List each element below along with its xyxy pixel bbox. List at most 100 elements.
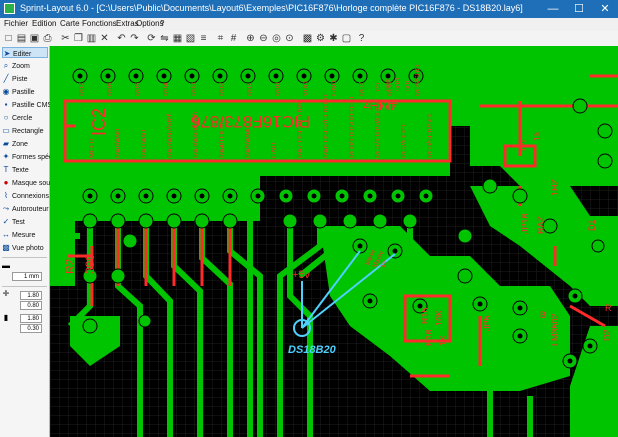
tool-pastille-cms[interactable]: ▪Pastille CMS [2,99,53,110]
zoom-all-icon[interactable]: ⊙ [285,33,294,44]
menu-carte[interactable]: Carte [60,19,80,28]
arrow-icon: ➤ [3,49,11,58]
close-button[interactable]: ✕ [600,3,610,15]
title-bar: Sprint-Layout 6.0 - [C:\Users\Public\Doc… [0,0,618,18]
tool-piste[interactable]: ╱Piste [2,73,48,84]
grid-icon[interactable]: # [230,33,237,44]
undo-icon[interactable]: ↶ [117,33,126,44]
delete-icon[interactable]: ✕ [100,33,109,44]
pad-size-icon: ✛ [2,289,10,298]
sensor-label: DS18B20 [288,344,337,356]
hole-size-field[interactable]: 0.80 [20,301,42,310]
menu-bar: Fichier Edition Carte Fonctions Extras O… [0,18,618,32]
settings-icon[interactable]: ✱ [329,33,338,44]
r15-label: R15 [420,307,430,324]
r-right-label: R [605,303,612,313]
ic-pin-label-bottom: RC0/T1OSO/T1CKI [349,96,356,158]
board-labels: PIC16F873/876 IC2 4MHz R2 390 +5v DS18B2… [63,78,612,356]
menu-extras[interactable]: Extras [116,19,139,28]
zoom-fit-icon[interactable]: ⊖ [259,33,268,44]
tool-sidebar: ➤Editer ⌕Zoom ╱Piste ◉Pastille ▪Pastille… [0,46,56,437]
tool-label: Zoom [12,63,30,70]
tool-pastille[interactable]: ◉Pastille [2,86,48,97]
menu-options[interactable]: Options [136,19,164,28]
tool-zone[interactable]: ▰Zone [2,138,48,149]
tool-label: Zone [12,141,28,148]
osc-label: 1HZ [550,178,560,196]
ic-pin-label-top: RC5/SDO [415,64,422,96]
ic-pin-label-bottom: RA3/AN3/Vref+ [193,110,200,158]
ic-pin-label-bottom: RA6 OSC2/CLKOUT [323,92,330,158]
open-icon[interactable]: ▤ [16,33,27,44]
menu-edition[interactable]: Edition [32,19,57,28]
save-icon[interactable]: ▣ [29,33,40,44]
mirrored-ref-label: 4MHz [363,98,397,113]
menu-fonctions[interactable]: Fonctions [82,19,117,28]
minimize-button[interactable]: — [547,3,559,15]
tool-cercle[interactable]: ○Cercle [2,112,48,123]
ic-pin-label-top: RB5 [135,82,142,96]
tool-rectangle[interactable]: ▭Rectangle [2,125,48,136]
mask-icon: ● [3,178,9,187]
tool-mesure[interactable]: ↔Mesure [2,229,48,240]
test-icon: ✓ [2,217,10,226]
tool-connexions[interactable]: ⌇Connexions [2,190,49,201]
tool-label: Editer [13,51,32,58]
lm-label: LM3502 [550,313,560,346]
plus5v-label: +5v [292,269,311,281]
maximize-button[interactable]: ☐ [574,3,584,15]
tool-vue-photo[interactable]: ▩Vue photo [2,242,48,253]
zoom-icon[interactable]: ⊕ [246,33,255,44]
menu-help[interactable]: ? [160,19,165,28]
snap-icon[interactable]: ⌗ [217,33,224,44]
pcb-layout[interactable]: PIC16F873/876 IC2 4MHz R2 390 +5v DS18B2… [50,46,618,437]
align-icon[interactable]: ≡ [200,33,207,44]
small-label-sdi: SDI [406,81,412,91]
tool-label: Piste [12,76,28,83]
ic-pin-label-top: RB1 [247,82,254,96]
redo-icon[interactable]: ↷ [130,33,139,44]
group-icon[interactable]: ▦ [172,33,183,44]
tool-label: Test [12,219,25,226]
tool-formes-spec[interactable]: ✦Formes spéc. [2,151,55,162]
ic-pin-label-bottom: RA5/AN4 [245,129,252,158]
circle-icon: ○ [3,113,9,122]
toolbar: □ ▤ ▣ ⎙ ✂ ❐ ▥ ✕ ↶ ↷ ⟳ ⇋ ▦ ▧ ≡ ⌗ # ⊕ ⊖ ◎ … [0,31,618,47]
smd-width-field[interactable]: 1.80 [20,314,42,323]
menu-fichier[interactable]: Fichier [4,19,29,28]
pad-size-field[interactable]: 1.80 [20,291,42,300]
zoom-prev-icon[interactable]: ◎ [272,33,281,44]
tool-test[interactable]: ✓Test [2,216,48,227]
copy-icon[interactable]: ❐ [74,33,83,44]
tool-editer[interactable]: ➤Editer [2,47,48,58]
selected-connection[interactable] [293,250,396,337]
print-icon[interactable]: ⎙ [43,33,52,44]
tool-zoom[interactable]: ⌕Zoom [2,60,48,71]
ic-pin-label-bottom: RA0/AN0 [115,129,122,158]
ungroup-icon[interactable]: ▧ [185,33,196,44]
rotate-icon[interactable]: ⟳ [147,33,156,44]
paste-icon[interactable]: ▥ [86,33,97,44]
zone-icon: ▰ [2,139,10,148]
drc-icon[interactable]: ⚙ [316,33,325,44]
track-width-field[interactable]: 1 mm [12,272,42,281]
help-icon[interactable]: ? [358,33,365,44]
tool-label: Pastille CMS [12,102,53,109]
smd-height-field[interactable]: 0.30 [20,324,42,333]
photo-icon[interactable]: ▩ [302,33,313,44]
mirror-icon[interactable]: ⇋ [160,33,169,44]
tool-masque-soud[interactable]: ●Masque soud. [2,177,56,188]
new-icon[interactable]: □ [5,33,12,44]
ic-pin-label-top: RB6 [107,82,114,96]
ic-pin-label-top: RB4 [163,82,170,96]
ic-pin-label-top: RB7 [79,82,86,96]
ic-pin-label-top: RC7 [359,82,366,96]
components-icon[interactable]: ▢ [341,33,352,44]
cut-icon[interactable]: ✂ [61,33,70,44]
r2-value: 390 [83,254,97,274]
tool-autorouteur[interactable]: ⤳Autorouteur [2,203,49,214]
pcb-canvas[interactable]: PIC16F873/876 IC2 4MHz R2 390 +5v DS18B2… [50,46,618,437]
photo-icon: ▩ [2,243,10,252]
